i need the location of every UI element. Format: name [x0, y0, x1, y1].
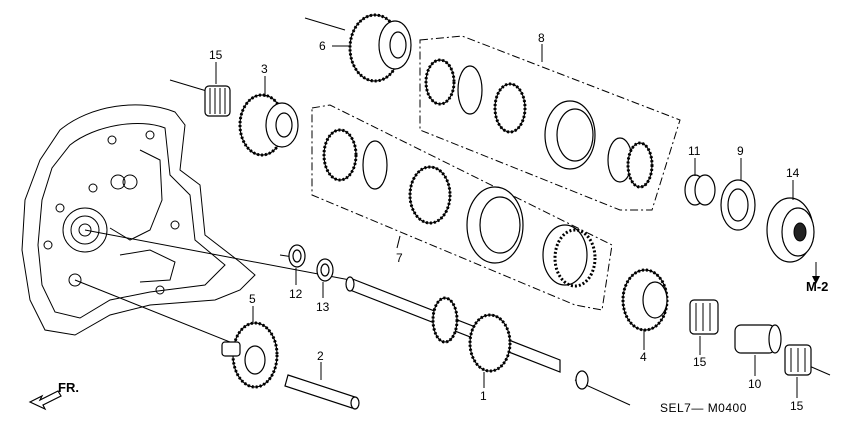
gear-4: [621, 268, 669, 332]
group-frame-7: [311, 104, 613, 311]
front-label: FR.: [58, 380, 79, 395]
callout-11[interactable]: 11: [688, 144, 701, 158]
synchro-assembly-8: [424, 58, 654, 189]
callout-2[interactable]: 2: [317, 349, 324, 363]
diagram-code: SEL7— M0400: [660, 401, 747, 415]
needle-bearing-15-mid: [689, 299, 719, 335]
shaft-2: [284, 374, 360, 410]
front-direction-indicator: FR.: [28, 380, 79, 411]
needle-bearing-15-bottom: [784, 344, 812, 376]
callout-6[interactable]: 6: [319, 39, 326, 53]
needle-bearing-15-top: [204, 85, 231, 117]
callout-4[interactable]: 4: [640, 350, 647, 364]
gear-5: [221, 321, 279, 389]
plate-9: [720, 179, 756, 231]
callout-9[interactable]: 9: [737, 144, 744, 158]
collar-10: [734, 324, 782, 354]
reference-label[interactable]: M-2: [806, 279, 828, 294]
leader-lines: [215, 44, 817, 398]
callout-3[interactable]: 3: [261, 62, 268, 76]
callout-12[interactable]: 12: [289, 287, 303, 301]
gear-3: [238, 93, 299, 157]
gear-6: [348, 13, 412, 83]
callout-8[interactable]: 8: [538, 31, 545, 45]
arrow-down-icon: [812, 276, 820, 284]
callout-13[interactable]: 13: [316, 300, 330, 314]
callout-14[interactable]: 14: [786, 166, 800, 180]
callout-5[interactable]: 5: [249, 292, 256, 306]
front-arrow-icon: [28, 390, 62, 411]
callout-1[interactable]: 1: [480, 389, 487, 403]
collar-11: [684, 174, 716, 206]
transmission-housing: [21, 104, 256, 336]
callout-10[interactable]: 10: [748, 377, 762, 391]
callout-labels: 15 3 6 8 7 11 9 14 M-2 4 15 10 15 12 13 …: [209, 31, 828, 413]
washer-13: [316, 258, 334, 282]
callout-15-mid[interactable]: 15: [693, 355, 707, 369]
ball-bearing-14: [766, 197, 815, 263]
synchro-assembly-7: [322, 128, 597, 288]
callout-15-bottom[interactable]: 15: [790, 399, 804, 413]
callout-7[interactable]: 7: [396, 251, 403, 265]
mainshaft-1: [345, 276, 589, 390]
callout-15-top[interactable]: 15: [209, 48, 223, 62]
group-frame-8: [419, 35, 681, 211]
washer-12: [288, 244, 306, 268]
